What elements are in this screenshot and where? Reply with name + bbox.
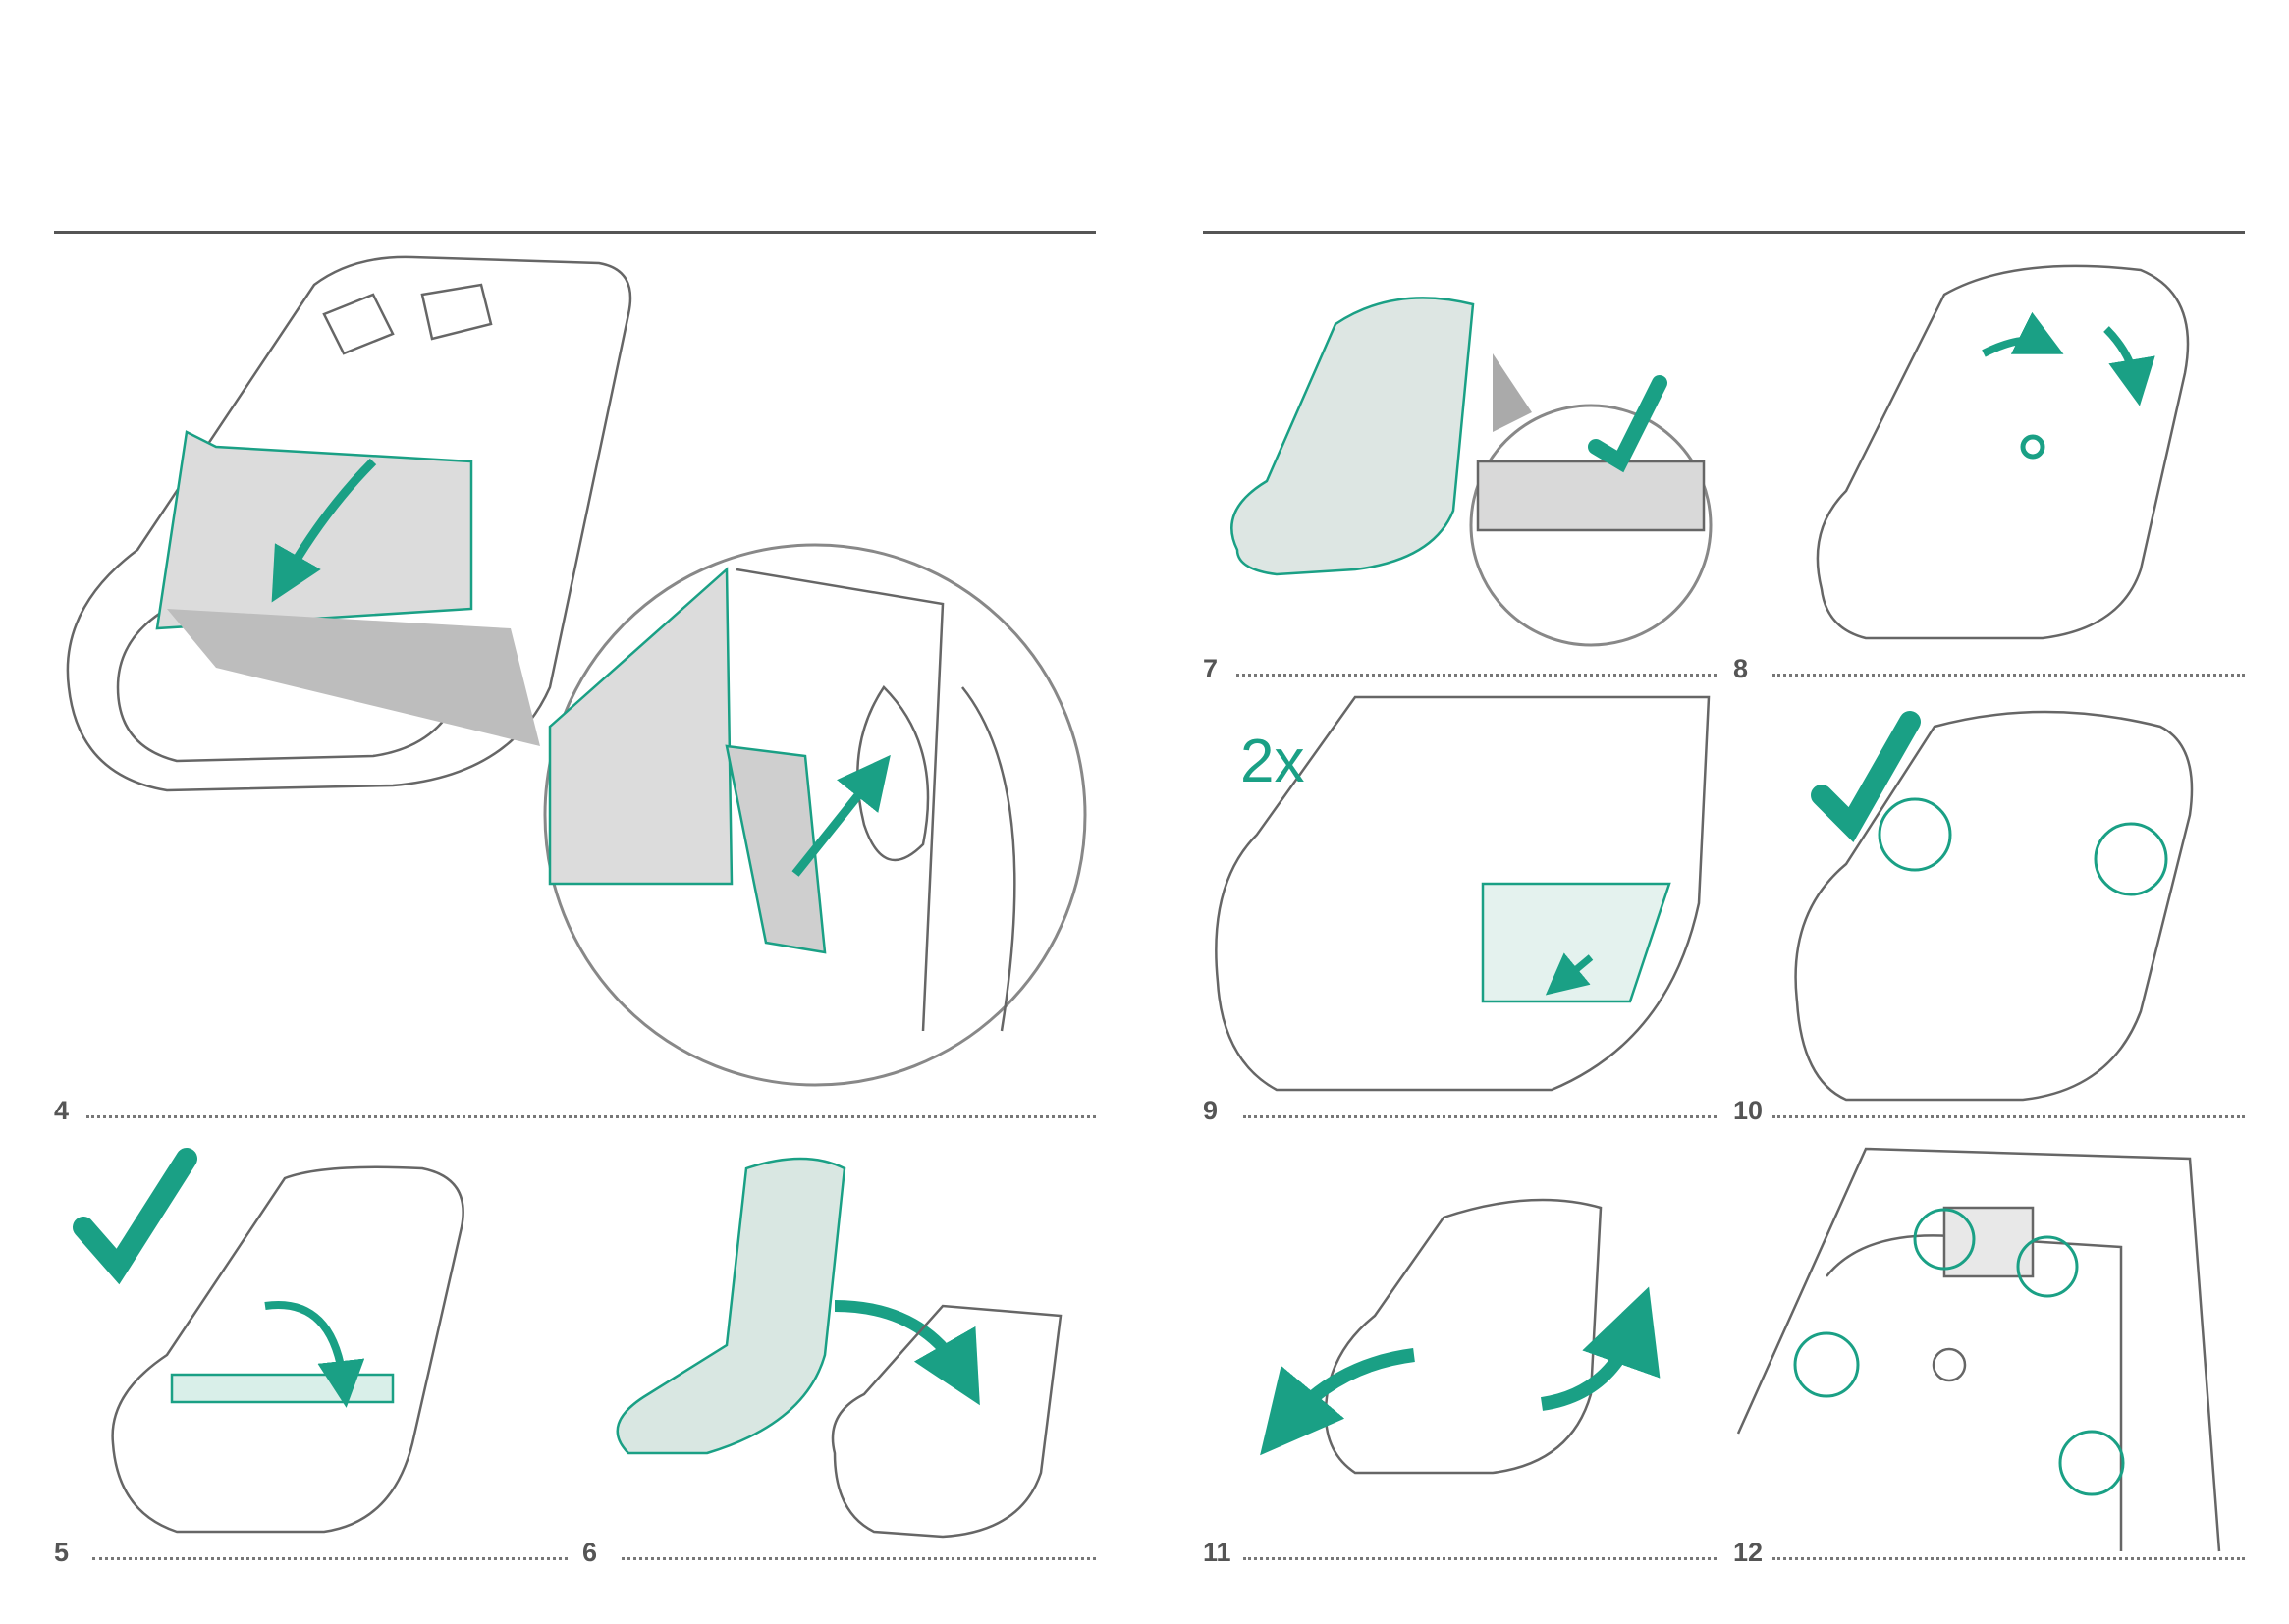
step-number-10: 10 (1733, 1096, 1764, 1125)
step-9-text-line (1243, 1115, 1717, 1118)
step-number-5: 5 (54, 1538, 70, 1567)
step-number-4: 4 (54, 1096, 70, 1125)
step-9-illustration (1215, 695, 1711, 1092)
step-4-text-line (86, 1115, 1096, 1118)
step-number-7: 7 (1203, 654, 1219, 683)
section-divider-left (54, 231, 1096, 234)
step-number-6: 6 (582, 1538, 598, 1567)
step-11-text-line (1243, 1557, 1717, 1560)
step-6-text-line (622, 1557, 1096, 1560)
step-number-11: 11 (1203, 1538, 1231, 1567)
step-5-illustration (73, 1148, 464, 1534)
step-6-illustration (616, 1157, 1063, 1539)
step-11-illustration (1260, 1198, 1661, 1475)
step-7-illustration (1230, 297, 1713, 647)
step-7-text-line (1236, 674, 1717, 677)
step-10-text-line (1772, 1115, 2245, 1118)
step-8-text-line (1772, 674, 2245, 677)
step-4-illustration (66, 255, 1087, 1087)
repeat-twice-badge: 2x (1240, 728, 1305, 795)
step-5-text-line (92, 1557, 568, 1560)
step-10-illustration (1794, 710, 2194, 1102)
step-number-12: 12 (1733, 1538, 1764, 1567)
step-12-text-line (1772, 1557, 2245, 1560)
step-12-illustration (1736, 1147, 2221, 1552)
step-number-9: 9 (1203, 1096, 1219, 1125)
step-number-8: 8 (1733, 654, 1749, 683)
step-8-illustration (1816, 264, 2190, 640)
section-divider-right (1203, 231, 2245, 234)
